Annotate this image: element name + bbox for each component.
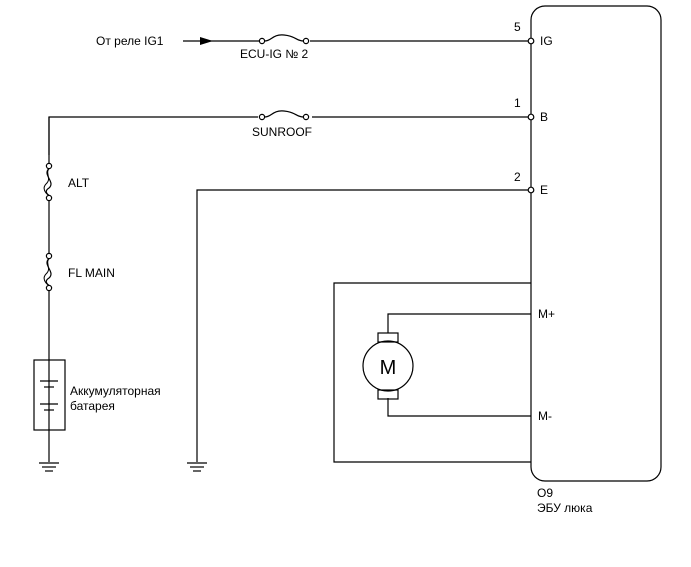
pin-e-label: E <box>540 183 548 197</box>
battery-ground-symbol <box>38 462 60 472</box>
battery-symbol <box>33 359 66 431</box>
ecu-box <box>530 5 662 482</box>
pin-m-plus-label: M+ <box>538 307 555 321</box>
fuse-fl-main-symbol <box>42 252 56 292</box>
ground-line <box>196 186 535 462</box>
fuse-ecu-ig-label: ECU-IG № 2 <box>240 47 309 61</box>
fuse-sunroof-symbol <box>258 108 312 122</box>
pin-2-number: 2 <box>514 170 521 184</box>
pin-1-number: 1 <box>514 96 521 110</box>
pin-ig-label: IG <box>540 34 553 48</box>
ecu-internal-outline <box>333 282 531 463</box>
source-label: От реле IG1 <box>96 34 164 48</box>
motor-minus-wire <box>387 398 531 417</box>
fuse-alt-label: ALT <box>68 176 90 190</box>
motor-letter: M <box>380 357 397 379</box>
pin-b-label: B <box>540 110 548 124</box>
fuse-sunroof-label: SUNROOF <box>252 125 312 139</box>
pin-5-number: 5 <box>514 20 521 34</box>
fuse-ecu-ig-symbol <box>258 32 310 46</box>
ecu-connector-label: O9 <box>537 486 553 500</box>
battery-label-line2: батарея <box>70 399 115 413</box>
ecu-ground-symbol <box>186 462 208 472</box>
pin-m-minus-label: M- <box>538 409 552 423</box>
battery-label-line1: Аккумуляторная <box>70 384 161 398</box>
ig-supply-line <box>183 37 535 45</box>
motor-plus-wire <box>387 313 531 333</box>
fuse-fl-main-label: FL MAIN <box>68 266 115 280</box>
ecu-name-label: ЭБУ люка <box>537 501 593 515</box>
fuse-alt-symbol <box>42 162 56 202</box>
motor-symbol <box>362 332 414 400</box>
